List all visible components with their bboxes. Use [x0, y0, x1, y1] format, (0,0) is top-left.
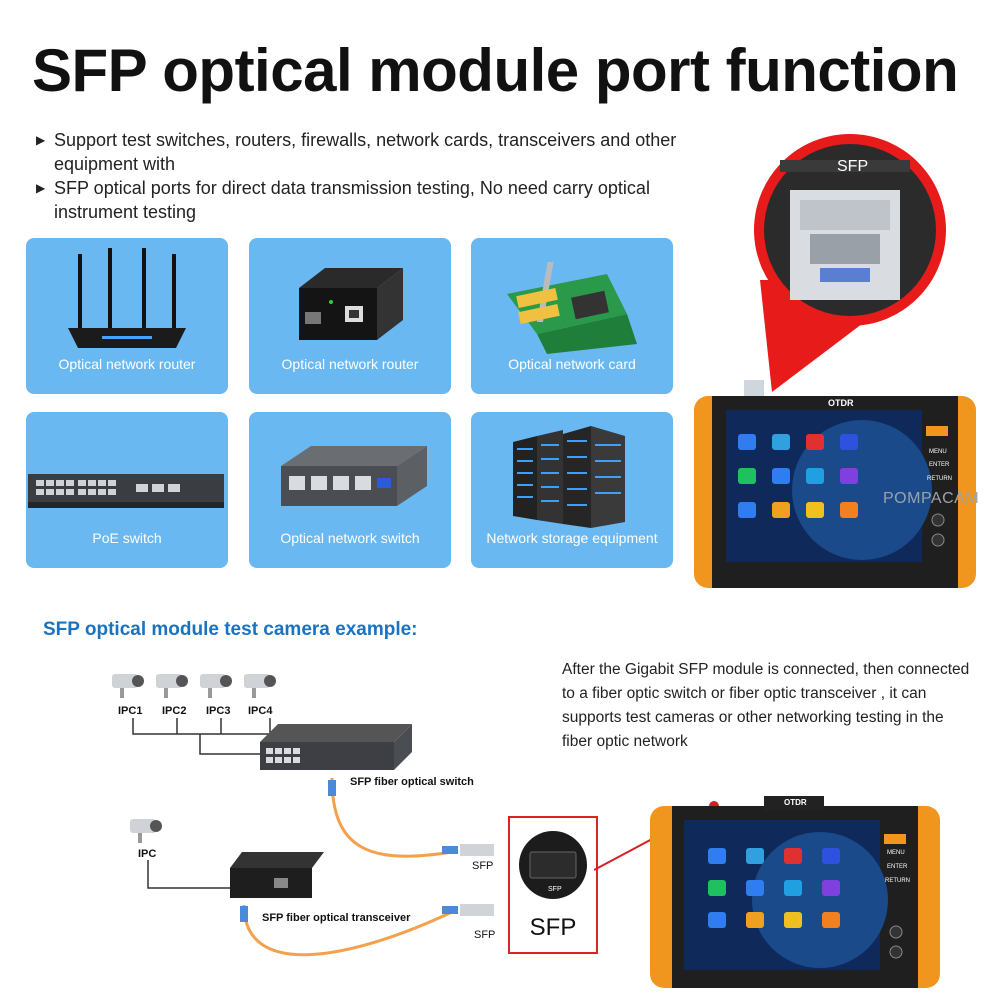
tester-device-top [694, 380, 976, 588]
card-label: Optical network router [281, 356, 419, 372]
tester-brand-label: OTDR [828, 398, 854, 408]
device-card-storage: Network storage equipment [471, 412, 673, 568]
sfp-small-label-1: SFP [472, 860, 494, 872]
device-card-poe-switch: PoE switch [26, 412, 228, 568]
example-description: After the Gigabit SFP module is connecte… [562, 661, 970, 750]
zoom-sfp-label: SFP [837, 158, 869, 175]
sfp-port-big-label: SFP [529, 914, 577, 941]
triangle-bullet-icon: ▶ [36, 133, 46, 147]
feature-item: ▶SFP optical ports for direct data trans… [36, 178, 650, 222]
example-heading: SFP optical module test camera example: [43, 619, 418, 640]
switch-label: SFP fiber optical switch [350, 776, 474, 788]
device-card-optical-switch: Optical network switch [249, 412, 451, 568]
tester-enter-button-2: ENTER [887, 864, 908, 870]
tester-return-button: RETURN [927, 476, 952, 482]
optical-switch-icon [281, 446, 427, 506]
tester-menu-button-2: MENU [887, 850, 905, 856]
network-diagram [112, 674, 494, 957]
ipc4-label: IPC4 [248, 705, 273, 717]
device-card-router: Optical network router [26, 238, 228, 394]
watermark: POMPACAM [883, 490, 980, 507]
device-card-media-converter: Optical network router [249, 238, 451, 394]
ipc-label: IPC [138, 848, 157, 860]
tester-brand-label-2: OTDR [784, 798, 807, 807]
tester-enter-button: ENTER [929, 462, 950, 468]
tester-return-button-2: RETURN [885, 878, 910, 884]
tester-device-bottom [650, 796, 940, 988]
sfp-small-label-2: SFP [474, 929, 496, 941]
page-title: SFP optical module port function [32, 37, 959, 104]
sfp-port-small-label: SFP [548, 886, 562, 893]
tester-menu-button: MENU [929, 449, 947, 455]
feature-item: ▶Support test switches, routers, firewal… [36, 130, 677, 174]
device-card-network-card: Optical network card [471, 238, 673, 394]
feature-list: ▶Support test switches, routers, firewal… [36, 128, 736, 224]
transceiver-label: SFP fiber optical transceiver [262, 912, 411, 924]
card-label: Optical network switch [280, 530, 420, 546]
card-label: Optical network router [58, 356, 196, 372]
router-icon [68, 248, 186, 348]
card-label: Network storage equipment [486, 530, 658, 546]
sfp-port-icon [519, 831, 587, 899]
network-card-icon [507, 262, 637, 354]
media-converter-icon [299, 268, 403, 340]
storage-icon [513, 426, 625, 528]
ipc3-label: IPC3 [206, 705, 231, 717]
card-label: Optical network card [508, 356, 636, 372]
ipc2-label: IPC2 [162, 705, 187, 717]
sfp-port-box: SFP SFP [508, 816, 598, 954]
ipc1-label: IPC1 [118, 705, 143, 717]
poe-switch-icon [28, 474, 224, 508]
triangle-bullet-icon: ▶ [36, 181, 46, 195]
sfp-zoom-callout [754, 134, 946, 392]
camera-icons [112, 674, 276, 843]
card-label: PoE switch [92, 530, 162, 546]
